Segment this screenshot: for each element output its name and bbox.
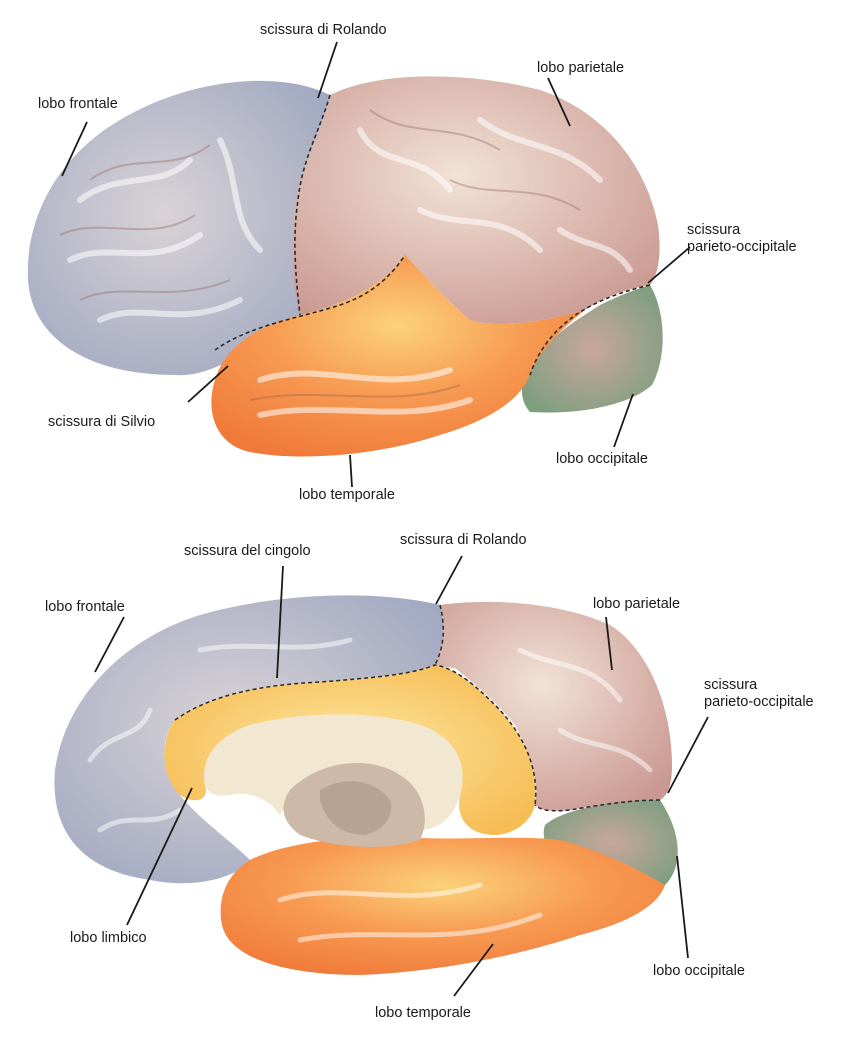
- medial-parietal-lobe: [435, 601, 672, 811]
- medial-rolando-fissure: [434, 604, 445, 666]
- lateral-silvio-fissure: [214, 254, 406, 351]
- label-medial-cingulate: scissura del cingolo: [184, 543, 311, 559]
- lateral-leader-lines: [61, 41, 691, 488]
- label-lateral-frontal: lobo frontale: [38, 96, 118, 112]
- medial-parieto-occipital-fissure: [534, 799, 661, 812]
- label-medial-occipital: lobo occipitale: [653, 963, 745, 979]
- label-lateral-occipital: lobo occipitale: [556, 451, 648, 467]
- medial-leader-lines: [94, 555, 709, 997]
- medial-temporal-lobe: [220, 837, 666, 975]
- label-medial-parietal: lobo parietale: [593, 596, 681, 612]
- label-lateral-parietal: lobo parietale: [537, 60, 625, 76]
- lateral-brain: [27, 76, 663, 457]
- lateral-parietal-lobe: [292, 76, 660, 325]
- lateral-temporal-lobe: [211, 255, 585, 457]
- lateral-occipital-lobe: [521, 285, 663, 413]
- medial-limbic-lobe: [164, 665, 536, 835]
- label-lateral-rolando: scissura di Rolando: [260, 22, 387, 38]
- label-medial-limbic: lobo limbico: [70, 930, 147, 946]
- label-lateral-silvio: scissura di Silvio: [48, 414, 156, 430]
- lateral-frontal-lobe: [27, 80, 330, 376]
- medial-brain: [54, 595, 678, 975]
- lateral-rolando-fissure: [294, 94, 331, 316]
- label-medial-parieto-occipital: scissura parieto-occipitale: [704, 677, 814, 710]
- label-lateral-parieto-occipital: scissura parieto-occipitale: [687, 222, 797, 255]
- label-medial-temporal: lobo temporale: [375, 1005, 471, 1021]
- label-medial-frontal: lobo frontale: [45, 599, 125, 615]
- label-lateral-temporal: lobo temporale: [299, 487, 395, 503]
- medial-frontal-lobe: [54, 595, 444, 884]
- medial-cingulate-fissure: [174, 664, 537, 806]
- label-medial-rolando: scissura di Rolando: [400, 532, 527, 548]
